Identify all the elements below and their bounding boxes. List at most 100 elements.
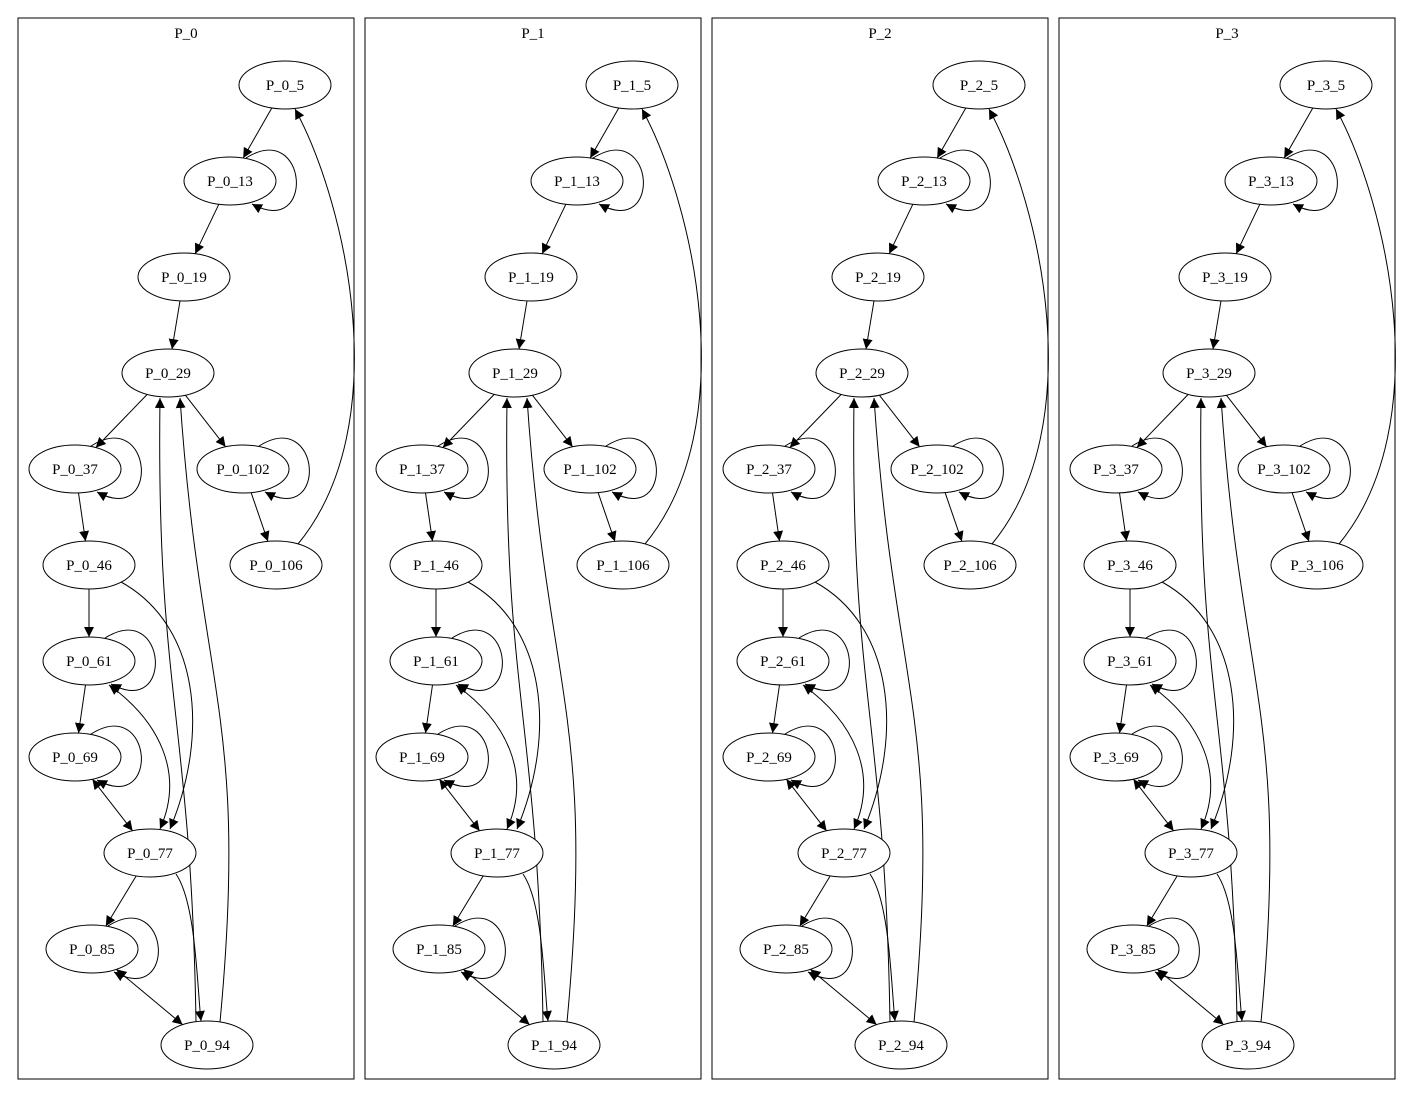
node-ellipse[interactable] xyxy=(1144,828,1238,878)
node-ellipse[interactable] xyxy=(1237,444,1331,494)
node-ellipse[interactable] xyxy=(468,348,562,398)
node-P_2_102[interactable]: P_2_102 xyxy=(890,444,984,494)
node-P_1_19[interactable]: P_1_19 xyxy=(484,252,578,302)
node-P_1_102[interactable]: P_1_102 xyxy=(543,444,637,494)
node-P_2_5[interactable]: P_2_5 xyxy=(932,60,1026,110)
node-ellipse[interactable] xyxy=(28,444,122,494)
node-P_0_77[interactable]: P_0_77 xyxy=(103,828,197,878)
node-ellipse[interactable] xyxy=(229,540,323,590)
node-P_0_19[interactable]: P_0_19 xyxy=(137,252,231,302)
node-P_2_29[interactable]: P_2_29 xyxy=(815,348,909,398)
node-P_1_69[interactable]: P_1_69 xyxy=(375,732,469,782)
node-ellipse[interactable] xyxy=(238,60,332,110)
node-P_0_106[interactable]: P_0_106 xyxy=(229,540,323,590)
node-ellipse[interactable] xyxy=(831,252,925,302)
node-ellipse[interactable] xyxy=(183,156,277,206)
node-P_3_69[interactable]: P_3_69 xyxy=(1069,732,1163,782)
node-P_3_5[interactable]: P_3_5 xyxy=(1279,60,1373,110)
node-P_0_94[interactable]: P_0_94 xyxy=(160,1020,254,1070)
node-P_3_61[interactable]: P_3_61 xyxy=(1083,636,1177,686)
node-P_2_19[interactable]: P_2_19 xyxy=(831,252,925,302)
node-ellipse[interactable] xyxy=(28,732,122,782)
node-ellipse[interactable] xyxy=(389,636,483,686)
node-ellipse[interactable] xyxy=(375,732,469,782)
node-P_1_77[interactable]: P_1_77 xyxy=(450,828,544,878)
node-P_1_61[interactable]: P_1_61 xyxy=(389,636,483,686)
node-P_1_85[interactable]: P_1_85 xyxy=(392,924,486,974)
node-P_1_5[interactable]: P_1_5 xyxy=(585,60,679,110)
node-ellipse[interactable] xyxy=(137,252,231,302)
node-ellipse[interactable] xyxy=(375,444,469,494)
node-ellipse[interactable] xyxy=(103,828,197,878)
node-ellipse[interactable] xyxy=(1069,732,1163,782)
node-P_0_5[interactable]: P_0_5 xyxy=(238,60,332,110)
node-P_1_29[interactable]: P_1_29 xyxy=(468,348,562,398)
node-P_0_61[interactable]: P_0_61 xyxy=(42,636,136,686)
node-P_0_102[interactable]: P_0_102 xyxy=(196,444,290,494)
node-ellipse[interactable] xyxy=(932,60,1026,110)
node-P_0_85[interactable]: P_0_85 xyxy=(45,924,139,974)
node-ellipse[interactable] xyxy=(121,348,215,398)
node-P_1_94[interactable]: P_1_94 xyxy=(507,1020,601,1070)
node-P_3_77[interactable]: P_3_77 xyxy=(1144,828,1238,878)
node-P_2_69[interactable]: P_2_69 xyxy=(722,732,816,782)
node-ellipse[interactable] xyxy=(1201,1020,1295,1070)
node-ellipse[interactable] xyxy=(1224,156,1318,206)
node-P_2_13[interactable]: P_2_13 xyxy=(877,156,971,206)
node-P_3_102[interactable]: P_3_102 xyxy=(1237,444,1331,494)
node-ellipse[interactable] xyxy=(797,828,891,878)
node-ellipse[interactable] xyxy=(1178,252,1272,302)
node-ellipse[interactable] xyxy=(507,1020,601,1070)
node-P_0_13[interactable]: P_0_13 xyxy=(183,156,277,206)
node-ellipse[interactable] xyxy=(877,156,971,206)
node-ellipse[interactable] xyxy=(736,636,830,686)
node-ellipse[interactable] xyxy=(739,924,833,974)
node-ellipse[interactable] xyxy=(1083,540,1177,590)
node-P_3_29[interactable]: P_3_29 xyxy=(1162,348,1256,398)
node-P_0_37[interactable]: P_0_37 xyxy=(28,444,122,494)
node-ellipse[interactable] xyxy=(585,60,679,110)
node-P_1_46[interactable]: P_1_46 xyxy=(389,540,483,590)
node-P_0_29[interactable]: P_0_29 xyxy=(121,348,215,398)
node-P_3_37[interactable]: P_3_37 xyxy=(1069,444,1163,494)
node-ellipse[interactable] xyxy=(450,828,544,878)
node-ellipse[interactable] xyxy=(1162,348,1256,398)
node-P_1_106[interactable]: P_1_106 xyxy=(576,540,670,590)
node-ellipse[interactable] xyxy=(45,924,139,974)
node-P_3_85[interactable]: P_3_85 xyxy=(1086,924,1180,974)
node-ellipse[interactable] xyxy=(1069,444,1163,494)
node-ellipse[interactable] xyxy=(42,540,136,590)
node-ellipse[interactable] xyxy=(1083,636,1177,686)
node-ellipse[interactable] xyxy=(392,924,486,974)
node-ellipse[interactable] xyxy=(854,1020,948,1070)
node-P_2_94[interactable]: P_2_94 xyxy=(854,1020,948,1070)
node-ellipse[interactable] xyxy=(484,252,578,302)
node-ellipse[interactable] xyxy=(736,540,830,590)
node-ellipse[interactable] xyxy=(1270,540,1364,590)
node-P_1_13[interactable]: P_1_13 xyxy=(530,156,624,206)
node-ellipse[interactable] xyxy=(42,636,136,686)
node-ellipse[interactable] xyxy=(815,348,909,398)
node-P_3_106[interactable]: P_3_106 xyxy=(1270,540,1364,590)
node-P_2_106[interactable]: P_2_106 xyxy=(923,540,1017,590)
node-ellipse[interactable] xyxy=(389,540,483,590)
node-P_3_94[interactable]: P_3_94 xyxy=(1201,1020,1295,1070)
node-ellipse[interactable] xyxy=(1279,60,1373,110)
node-ellipse[interactable] xyxy=(923,540,1017,590)
node-ellipse[interactable] xyxy=(160,1020,254,1070)
node-ellipse[interactable] xyxy=(530,156,624,206)
node-P_3_19[interactable]: P_3_19 xyxy=(1178,252,1272,302)
node-ellipse[interactable] xyxy=(722,732,816,782)
node-P_0_46[interactable]: P_0_46 xyxy=(42,540,136,590)
node-P_2_37[interactable]: P_2_37 xyxy=(722,444,816,494)
node-ellipse[interactable] xyxy=(1086,924,1180,974)
node-P_3_46[interactable]: P_3_46 xyxy=(1083,540,1177,590)
node-ellipse[interactable] xyxy=(543,444,637,494)
node-ellipse[interactable] xyxy=(196,444,290,494)
node-P_3_13[interactable]: P_3_13 xyxy=(1224,156,1318,206)
node-ellipse[interactable] xyxy=(576,540,670,590)
node-P_1_37[interactable]: P_1_37 xyxy=(375,444,469,494)
node-P_2_85[interactable]: P_2_85 xyxy=(739,924,833,974)
node-P_2_77[interactable]: P_2_77 xyxy=(797,828,891,878)
node-P_2_61[interactable]: P_2_61 xyxy=(736,636,830,686)
